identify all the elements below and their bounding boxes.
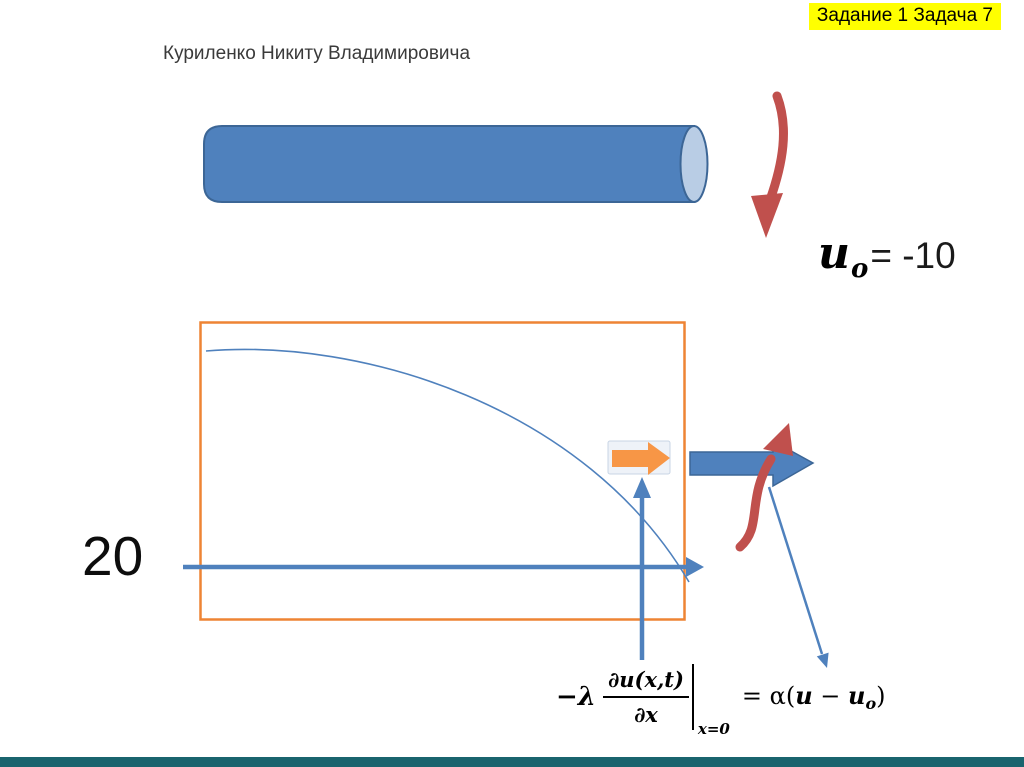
formula-rhs-minus: − bbox=[812, 682, 849, 710]
formula-rhs-u0: u bbox=[848, 681, 866, 710]
formula-eval-bar: x=0 bbox=[691, 664, 734, 738]
heat-flux-down-arrow bbox=[751, 91, 788, 238]
rod-cylinder bbox=[203, 125, 709, 203]
task-badge: Задание 1 Задача 7 bbox=[808, 3, 1001, 30]
rod-body bbox=[203, 125, 695, 203]
footer-bar bbox=[0, 757, 1024, 767]
axis-value-label: 20 bbox=[82, 525, 144, 587]
u0-symbol: u bbox=[818, 228, 850, 279]
formula-lambda: −λ bbox=[556, 682, 597, 712]
formula-rhs-u: u bbox=[795, 681, 813, 710]
boundary-condition-formula: −λ ∂u(x,t) ∂x x=0 = α(u − uo) bbox=[556, 664, 886, 738]
formula-numerator: ∂u(x,t) bbox=[603, 667, 689, 698]
convection-up-arrow bbox=[735, 423, 793, 552]
boundary-vertical-arrow bbox=[633, 477, 651, 660]
formula-eval-at: x=0 bbox=[697, 720, 730, 738]
pointer-arrow bbox=[767, 486, 829, 668]
formula-fraction: ∂u(x,t) ∂x bbox=[603, 667, 689, 727]
u0-label: uo= -10 bbox=[818, 228, 956, 284]
formula-denominator: ∂x bbox=[634, 702, 658, 727]
rod-end-cap bbox=[679, 125, 709, 203]
blue-flux-arrow bbox=[689, 439, 815, 488]
formula-rhs-close: ) bbox=[876, 682, 886, 710]
orange-flux-arrow bbox=[612, 442, 670, 475]
formula-rhs-eq: = α( bbox=[741, 682, 796, 710]
formula-rhs-subscript: o bbox=[865, 694, 877, 713]
u0-subscript: o bbox=[851, 254, 869, 284]
temperature-curve bbox=[205, 348, 690, 583]
plot-frame bbox=[199, 321, 686, 621]
student-name: Куриленко Никиту Владимировича bbox=[163, 43, 471, 64]
formula-rhs: = α(u − uo) bbox=[742, 681, 886, 713]
x-axis-arrow bbox=[183, 557, 704, 577]
u0-value: = -10 bbox=[870, 235, 956, 276]
